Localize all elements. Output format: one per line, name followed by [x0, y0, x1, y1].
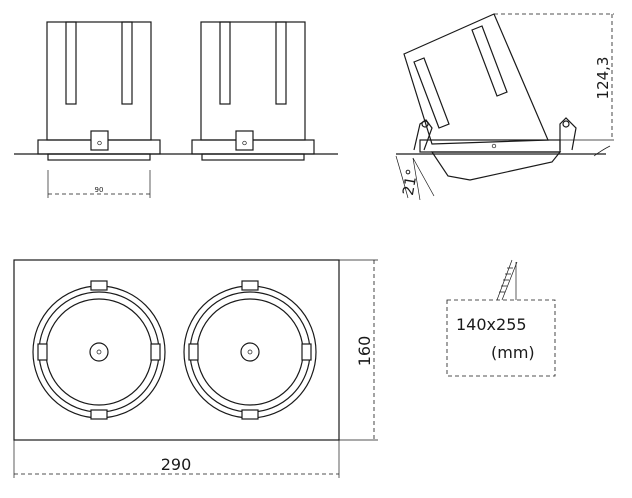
tilted-slot-a: [413, 57, 450, 129]
downlight-right-lamp: [240, 342, 260, 362]
ceiling-arc-right: [593, 145, 611, 157]
front-elevation: 90: [14, 21, 338, 198]
module-left-slot-b: [121, 21, 133, 105]
module-left-screw: [97, 140, 102, 146]
downlight-right-clip-top: [241, 280, 259, 291]
side-height-label: 124,3: [594, 57, 612, 100]
module-right-clip: [235, 130, 254, 151]
cutout-pointer-hatch: [499, 267, 513, 293]
cutout-unit-label: (mm): [491, 343, 535, 362]
plan-outline: [13, 259, 340, 441]
downlight-right-outer: [183, 285, 317, 419]
tilted-housing: [403, 13, 549, 145]
cutout-symbol: 140x255 (mm): [446, 259, 556, 377]
downlight-right-reflector: [196, 298, 304, 406]
module-left: [37, 21, 161, 161]
cutout-frame: [446, 299, 556, 377]
downlight-right-ring: [189, 291, 311, 413]
downlight-left-ring: [38, 291, 160, 413]
tilt-angle-line: [412, 157, 435, 197]
cutout-pointer-b: [501, 261, 518, 301]
downlight-left-clip-top: [90, 280, 108, 291]
tilt-angle-dimension: 21°: [399, 157, 435, 201]
module-left-clip: [90, 130, 109, 151]
side-elevation: 124,3 21°: [395, 13, 614, 201]
downlight-left-clip-bottom: [90, 409, 108, 420]
module-right-screw: [242, 140, 247, 146]
downlight-left-center: [96, 349, 102, 355]
spring-right-pivot: [562, 120, 570, 128]
spring-right: [559, 117, 577, 151]
plan-width-label: 290: [161, 455, 192, 474]
downlight-left: [32, 280, 166, 420]
downlight-left-reflector: [45, 298, 153, 406]
module-left-body: [46, 21, 152, 141]
tilt-ref-line: [412, 157, 421, 201]
downlight-right-center: [247, 349, 253, 355]
side-height-dimension: 124,3: [494, 13, 614, 141]
spring-left-pivot: [421, 120, 429, 128]
module-right-body: [200, 21, 306, 141]
front-gap-dimension: 90: [47, 170, 151, 198]
downlight-right-clip-right: [301, 343, 312, 361]
downlight-left-clip-left: [37, 343, 48, 361]
module-right-slot-a: [219, 21, 231, 105]
module-right: [191, 21, 315, 161]
spring-left-arm: [413, 119, 433, 151]
plan-height-label: 160: [355, 336, 374, 367]
module-left-slot-a: [65, 21, 77, 105]
downlight-right: [183, 280, 317, 420]
downlight-left-outer: [32, 285, 166, 419]
spring-left: [413, 119, 433, 151]
tilted-bezel: [430, 151, 562, 181]
downlight-right-clip-bottom: [241, 409, 259, 420]
spring-right-arm: [559, 117, 577, 151]
cutout-size-label: 140x255: [456, 315, 527, 334]
module-left-bezel: [47, 153, 151, 161]
tilted-slot-b: [471, 25, 508, 97]
tilt-angle-label: 21°: [399, 167, 421, 196]
cutout-text-bg: [452, 310, 550, 338]
plan-view: 160 290: [13, 259, 378, 478]
downlight-left-clip-right: [150, 343, 161, 361]
side-trim-screw: [491, 143, 497, 149]
module-right-slot-b: [275, 21, 287, 105]
module-right-bezel: [201, 153, 305, 161]
plan-height-dimension: 160: [339, 259, 378, 441]
plan-width-dimension: 290: [13, 440, 340, 478]
downlight-right-clip-left: [188, 343, 199, 361]
ceiling-arc: [395, 155, 409, 199]
downlight-left-lamp: [89, 342, 109, 362]
front-gap-label: 90: [95, 186, 104, 194]
